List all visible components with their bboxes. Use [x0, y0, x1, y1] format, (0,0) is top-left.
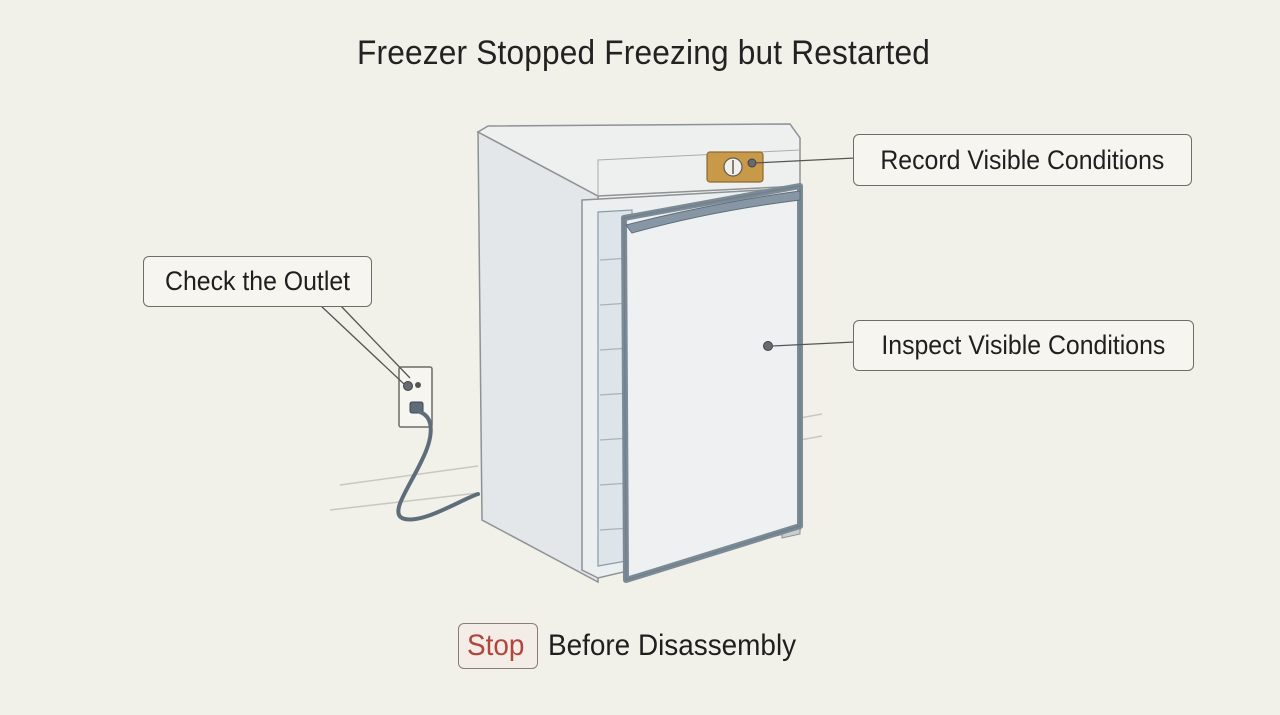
- callout-outlet-label: Check the Outlet: [164, 266, 351, 296]
- callout-inspect-conditions: Inspect Visible Conditions: [853, 320, 1194, 371]
- freezer-door: [621, 183, 803, 583]
- stop-badge: Stop: [458, 623, 538, 669]
- stop-label: Stop: [467, 629, 525, 662]
- leader-lines: [319, 157, 856, 385]
- callout-inspect-label: Inspect Visible Conditions: [881, 330, 1166, 360]
- power-plug-icon: [396, 410, 480, 522]
- callout-record-label: Record Visible Conditions: [880, 144, 1165, 175]
- footer-warning: Stop Before Disassembly: [458, 622, 814, 670]
- callout-check-outlet: Check the Outlet: [143, 256, 372, 307]
- footer-text: Before Disassembly: [547, 629, 796, 662]
- callout-record-conditions: Record Visible Conditions: [853, 134, 1192, 186]
- thermostat-dial-icon: [706, 151, 764, 183]
- floor-lines: [329, 413, 823, 511]
- page-title: Freezer Stopped Freezing but Restarted: [356, 34, 931, 72]
